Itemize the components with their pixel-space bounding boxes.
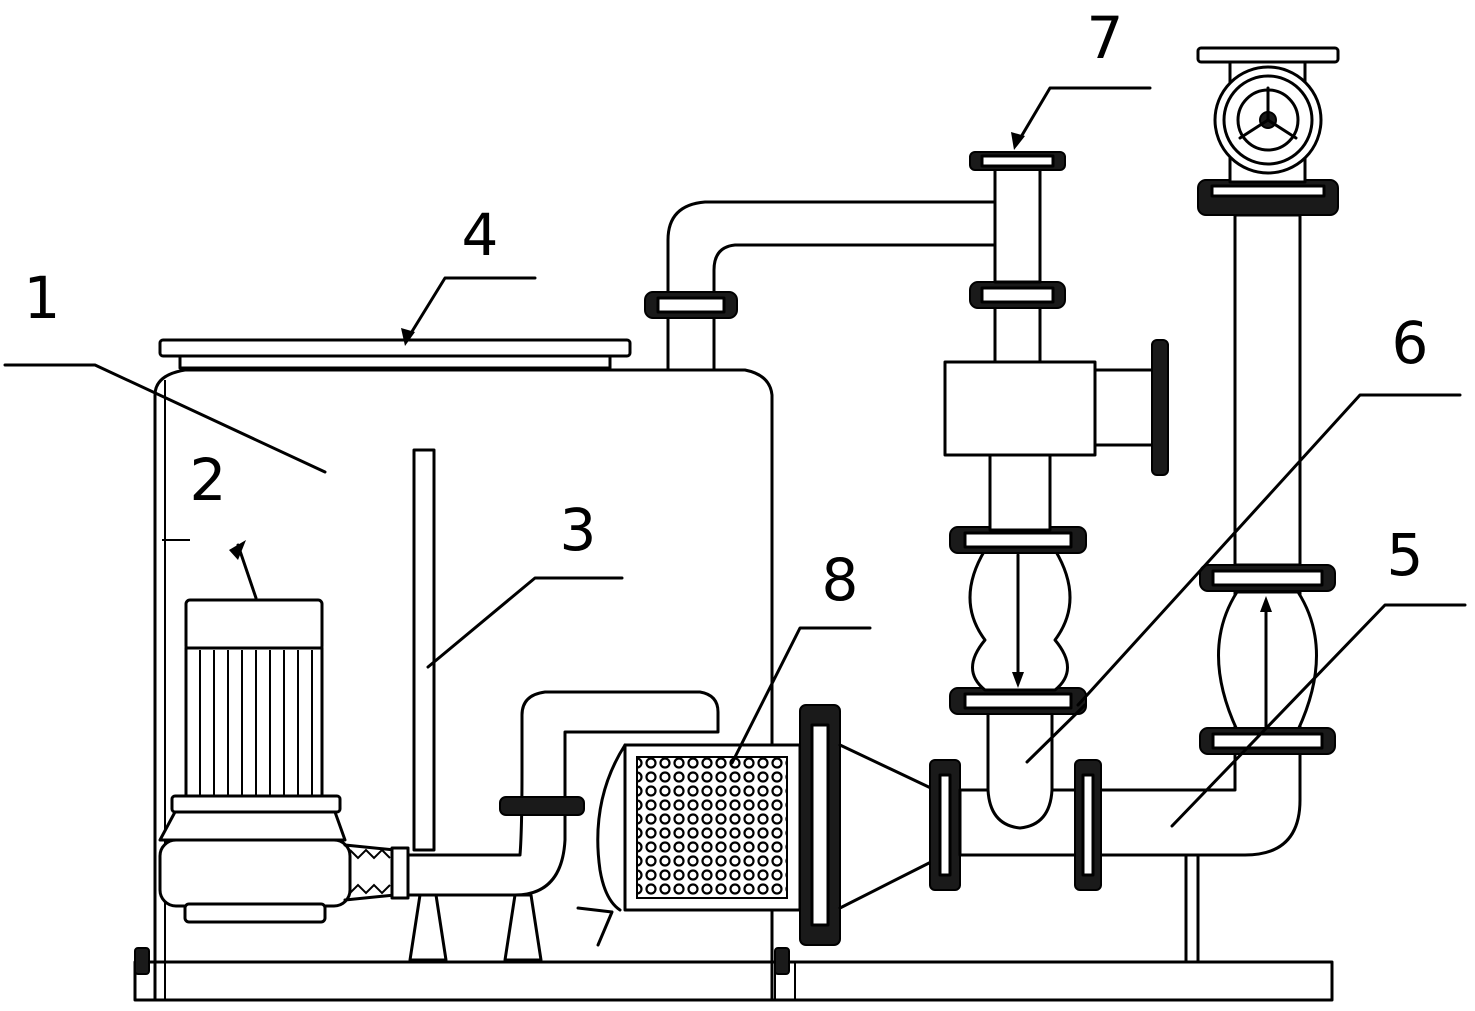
label-8: 8 bbox=[822, 546, 859, 614]
right-riser bbox=[1196, 46, 1340, 755]
label-6: 6 bbox=[1392, 309, 1429, 377]
leader-lines bbox=[3, 86, 1467, 828]
label-4: 4 bbox=[462, 201, 499, 269]
label-5: 5 bbox=[1387, 521, 1424, 589]
label-3: 3 bbox=[560, 496, 597, 564]
left-riser bbox=[943, 151, 1169, 830]
label-2: 2 bbox=[190, 446, 227, 514]
level-pipe bbox=[412, 448, 436, 852]
tank-discharge-pipe bbox=[390, 690, 720, 962]
part-labels: 1 2 3 4 5 6 7 8 bbox=[24, 4, 1429, 614]
tank-outlet-pipe bbox=[644, 200, 997, 372]
label-7: 7 bbox=[1087, 4, 1124, 72]
basket-strainer bbox=[576, 704, 937, 947]
base-frame bbox=[133, 947, 1334, 1002]
manhole-cover bbox=[158, 338, 632, 370]
submersible-pump bbox=[158, 598, 397, 924]
label-1: 1 bbox=[24, 264, 61, 332]
